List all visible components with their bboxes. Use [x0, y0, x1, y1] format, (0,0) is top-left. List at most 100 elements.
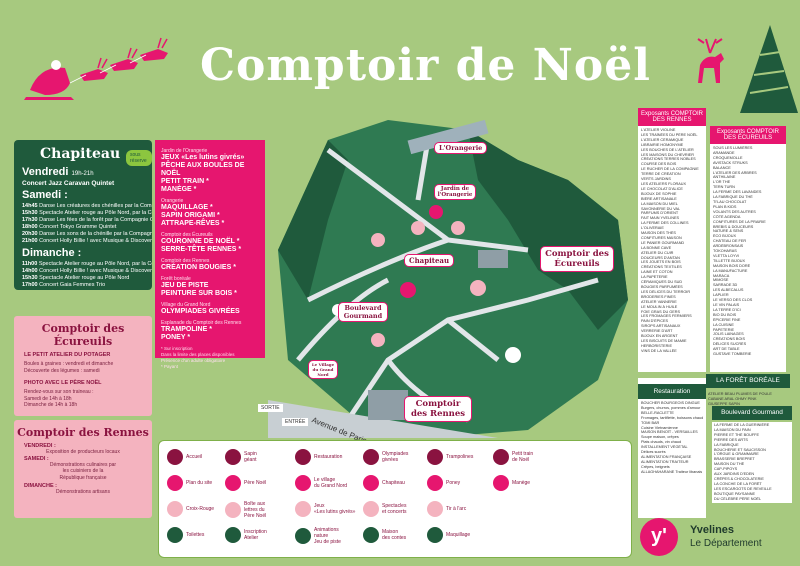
gourmand-item: AUX JARDINS D'EDEN: [714, 472, 755, 477]
exposant-item: ARDÉBRONSAIS: [713, 244, 744, 249]
exposant-item: SIROPS ARTISANAUX: [641, 324, 681, 329]
exposant-item: CONFITURES DE LA PRAIRIE: [713, 219, 766, 224]
chapiteau-icon: [363, 475, 379, 491]
potager-text: Boules à graines : vendredi et dimanche: [24, 361, 114, 367]
schedule-time: 14h45: [22, 203, 38, 209]
ecureuils-box-heading: Comptoir des Écureuils: [41, 322, 125, 348]
legend-item: Animations nature Jeu de piste: [295, 527, 341, 545]
marker-olympiades-icon: [470, 280, 486, 296]
gourmand-item: LA FABRIQUE: [714, 442, 739, 447]
restauration-item: Cuisine Vietnamienne: [641, 425, 678, 430]
activity-item: SAPIN ORIGAMI *: [161, 212, 220, 219]
gourmand-item: LA CONCHE DE LA FORÊT: [714, 481, 762, 486]
legend-label: Restauration: [314, 454, 343, 460]
exposant-item: LES ALBECALUS: [713, 288, 744, 293]
legend-item: Spectacles et concerts: [363, 501, 406, 517]
restauration-item: ALLAGHAHARANE Traiteur libanais: [641, 469, 703, 474]
legend-label: Petit train de Noël: [512, 451, 534, 463]
exposant-item: LE VERSO DES CLOS: [713, 298, 753, 303]
exposant-item: LES ATELIERS FLORAUX: [641, 181, 687, 186]
exposant-item: TILLETTE BIJOUX: [713, 258, 746, 263]
activity-item: PÊCHE AUX BOULES DE NOËL: [161, 162, 245, 177]
chapiteau-badge: sous réserve: [126, 150, 152, 166]
legend-item: Le village du Grand Nord: [295, 475, 347, 491]
restauration-item: Fromages, tartiflette, boissons chaudes: [641, 415, 703, 420]
activity-item: MANÈGE *: [161, 186, 197, 193]
exposant-item: VLETTA LOYVI: [713, 253, 740, 258]
legend-label: Chapiteau: [382, 480, 405, 486]
exposant-item: LE MOULIN À HUILE: [641, 304, 678, 309]
exposant-item: BIJOUX EN ARGENT: [641, 334, 678, 339]
legend-label: Le village du Grand Nord: [314, 477, 348, 489]
exposant-item: BALANCE: [713, 165, 731, 170]
exposant-item: LES FROMAGES FERMIERS: [641, 314, 692, 319]
exposant-item: SAVONNERIE DU VAL: [641, 206, 681, 211]
exposant-item: SARRADE 3D: [713, 283, 738, 288]
schedule-row: 17h30 Danse Les fées de la forêt par la …: [14, 217, 152, 224]
legend-label: Animations nature Jeu de piste: [314, 527, 341, 545]
gourmand-item: LA MAISON DU PAIN: [714, 427, 751, 432]
legend-label: Maison des contes: [382, 529, 407, 541]
exposant-item: BIJOUX DE SOPHIE: [641, 191, 677, 196]
brand-name: Yvelines: [690, 524, 735, 536]
legend-label: Accueil: [186, 454, 203, 460]
foret-item: ATELIER BEAU PLUMES DE POULE: [708, 392, 772, 396]
exposant-item: CHÂTEAU DE FER: [713, 239, 747, 244]
marker-chapiteau-icon: [400, 282, 416, 298]
exposant-item: LE PANIER GOURMAND: [641, 240, 685, 245]
activity-section: Village du Grand Nord: [161, 302, 211, 308]
schedule-time: 18h00: [22, 224, 38, 230]
activity-section: Orangerie: [161, 198, 184, 204]
exposant-item: LA CUISINE: [713, 322, 734, 327]
activity-note: * Sur inscription: [161, 346, 193, 351]
exposant-item: NATURE & SENS: [713, 229, 744, 234]
schedule-text: Danse Les sons de la chénille par la Com…: [39, 231, 152, 237]
exposant-item: LES BOUCHES DE L'ATELIER: [641, 147, 694, 152]
exposant-item: CRÉATIONS BOIS: [713, 337, 745, 342]
restauration-item: BELLE-RACLETTE: [641, 410, 674, 415]
legend-item: Boîte aux lettres du Père Noël: [225, 501, 266, 519]
schedule-text: Spectacle Atelier rouge au Pôle Nord: [37, 275, 130, 281]
exposant-item: L'ATELIER DES ARBRES: [713, 170, 757, 175]
legend-label: Inscription Atelier: [244, 529, 267, 541]
dimanche-title: DIMANCHE :: [24, 483, 57, 489]
exposant-item: HERBORISTERIE: [641, 343, 673, 348]
tir-arc-icon: [427, 501, 443, 517]
exposant-item: LA MANUFACTURE: [713, 268, 748, 273]
activity-item: OLYMPIADES GIVRÉES: [161, 308, 240, 315]
foret-item: GIUSEPPE SAPIN: [708, 401, 740, 406]
legend-item: Sapin géant: [225, 449, 257, 465]
activity-item: MAQUILLAGE *: [161, 204, 213, 211]
manege-icon: [493, 475, 509, 491]
exposant-item: BIO DU BOIS: [713, 312, 737, 317]
vendredi-text: Exposition de producteurs locaux: [46, 449, 120, 455]
legend-item: Inscription Atelier: [225, 527, 267, 543]
samedi-text-2: les cuisiniers de la: [62, 468, 104, 474]
legend-label: Olympiades givrées: [382, 451, 409, 463]
exposant-item: FAIT MAIN YVELINES: [641, 216, 680, 221]
legend-label: Poney: [446, 480, 461, 486]
legend-label: Tir à l'arc: [446, 506, 467, 512]
chapiteau-heading: Chapiteau: [40, 146, 121, 162]
legend-item: Maison des contes: [363, 527, 406, 543]
schedule-time: 17h30: [22, 217, 38, 223]
forest-area: [468, 130, 628, 330]
pere-noel-icon: [225, 475, 241, 491]
exposant-item: PAPETERIE: [713, 327, 735, 332]
exposant-item: FOIE GRAS DU GERS: [641, 309, 681, 314]
schedule-row: 15h30 Spectacle Atelier rouge au Pôle No…: [14, 210, 152, 217]
exposant-item: CRÉATIONS TEXTILES: [641, 265, 682, 270]
legend-item: Plan du site: [167, 475, 212, 491]
ecureuils-building: [478, 250, 508, 268]
restauration-heading: Restauration: [638, 384, 706, 399]
exposant-item: ART DE TABLE: [713, 347, 740, 352]
samedi-label: Samedi :: [22, 189, 68, 201]
orangerie-label: L'Orangerie: [434, 142, 488, 154]
plan-icon: [167, 475, 183, 491]
gourmand-item: PIERRE ET THÉ BOUFFE: [714, 432, 760, 437]
restauration-item: ALIMENTATION TRAITEUR: [641, 459, 689, 464]
schedule-text: Concert Holly Billie ! avec Musique & Di…: [37, 238, 152, 244]
vendredi-event: Concert Jazz Caravan Quintet: [22, 180, 115, 187]
gourmand-heading: Boulevard Gourmand: [712, 406, 792, 420]
